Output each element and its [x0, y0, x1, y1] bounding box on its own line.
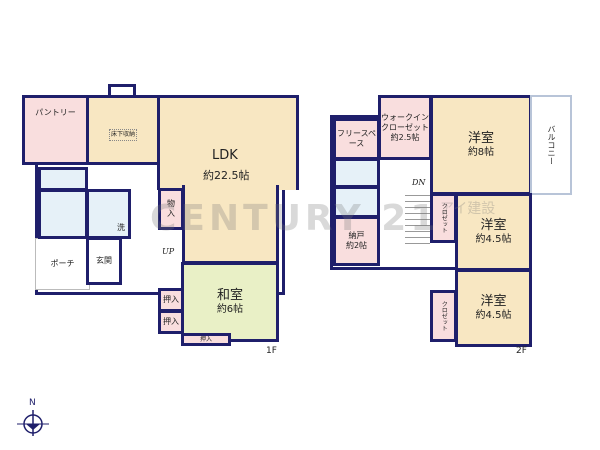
- ldk-lower: [182, 185, 279, 264]
- washitsu: 和室 約6帖: [181, 262, 279, 342]
- nando: 納戸 約2帖: [333, 216, 380, 266]
- washroom: 洗: [86, 189, 131, 239]
- oshiire-2-label: 押入: [163, 317, 179, 326]
- compass-icon: [17, 410, 49, 436]
- oshiire-3: 押入: [181, 333, 231, 346]
- free-space-label: フリースペース: [336, 129, 377, 148]
- closet-small-label: クロゼット: [440, 203, 448, 233]
- oshiire-1: 押入: [158, 288, 184, 312]
- wic-name: ウォークインクローゼット: [381, 112, 429, 132]
- pantry: パントリー: [22, 95, 89, 165]
- room-8-name: 洋室: [467, 130, 494, 146]
- watermark: CENTURY 21: [150, 198, 440, 239]
- free-space: フリースペース: [333, 118, 380, 160]
- room-8-size: 約8帖: [467, 146, 495, 158]
- nando-size: 約2帖: [345, 241, 368, 250]
- wic-size: 約2.5帖: [390, 132, 420, 142]
- floor-1f-label: 1F: [266, 346, 277, 356]
- kitchen: 床下収納: [86, 95, 160, 165]
- entrance: 玄関: [86, 237, 122, 285]
- stairs-up-label: UP: [162, 247, 175, 256]
- balcony: バルコニー: [530, 95, 572, 195]
- oshiire-2: 押入: [158, 310, 184, 334]
- underfloor-storage-label: 床下収納: [108, 129, 137, 141]
- bathroom: [38, 189, 88, 239]
- oshiire-1-label: 押入: [163, 295, 179, 304]
- ldk-size: 約22.5帖: [203, 169, 250, 182]
- balcony-label: バルコニー: [547, 125, 556, 165]
- toilet-2f: [333, 186, 380, 218]
- closet: クロゼット: [430, 290, 457, 342]
- ldk-name: LDK: [212, 148, 238, 163]
- room-c-size: 約4.5帖: [475, 309, 512, 321]
- toilet-1f: [38, 167, 88, 191]
- closet-label: クロゼット: [440, 301, 448, 331]
- compass: N: [14, 398, 54, 438]
- kitchen-window: [108, 84, 136, 98]
- compass-north-label: N: [29, 398, 36, 408]
- nando-name: 納戸: [348, 231, 365, 240]
- room-b-size: 約4.5帖: [475, 233, 512, 245]
- room-c-name: 洋室: [480, 293, 507, 309]
- washroom-2f: [333, 158, 380, 188]
- pantry-label: パントリー: [35, 108, 76, 117]
- washitsu-size: 約6帖: [216, 303, 244, 315]
- oshiire-3-label: 押入: [199, 335, 212, 343]
- stairs-dn-label: DN: [412, 178, 426, 187]
- watermark-sub: アイ建設: [440, 201, 496, 217]
- walk-in-closet: ウォークインクローゼット 約2.5帖: [378, 95, 432, 160]
- wash-label: 洗: [117, 223, 125, 232]
- washitsu-name: 和室: [216, 287, 243, 303]
- ldk: [157, 95, 299, 190]
- western-room-8: 洋室 約8帖: [430, 95, 532, 195]
- storage: 物入: [158, 188, 184, 230]
- porch: ポーチ: [35, 238, 90, 290]
- storage-label: 物入: [167, 199, 175, 218]
- entrance-label: 玄関: [96, 256, 112, 265]
- stairs-2f: [405, 190, 430, 245]
- porch-label: ポーチ: [50, 259, 75, 268]
- western-room-4-5-b: 洋室 約4.5帖: [455, 269, 532, 347]
- floor-2f-label: 2F: [516, 346, 527, 356]
- room-b-name: 洋室: [480, 217, 507, 233]
